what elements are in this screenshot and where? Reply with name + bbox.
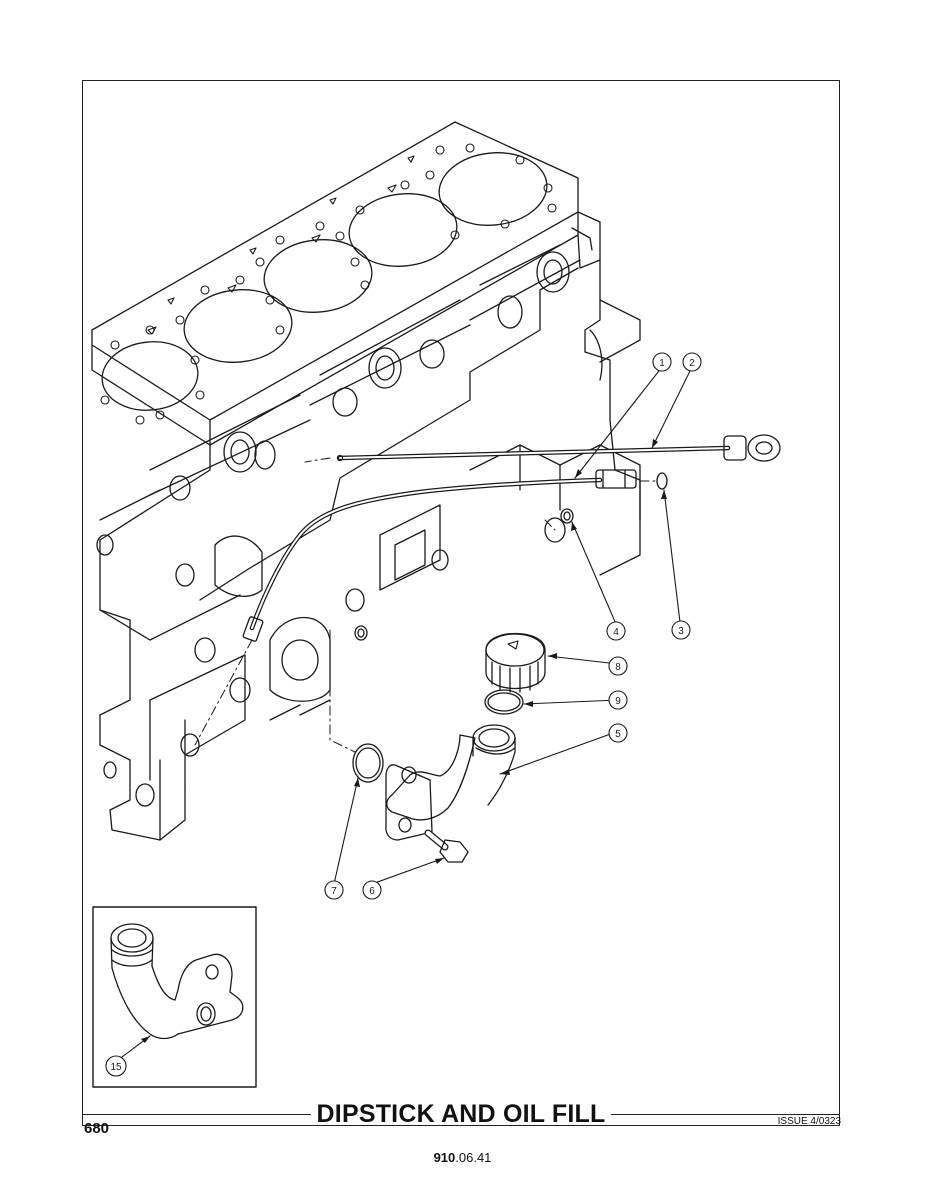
callout-1 bbox=[652, 352, 672, 372]
reference-minor: .06.41 bbox=[455, 1150, 492, 1165]
callout-9 bbox=[608, 690, 628, 710]
callout-4 bbox=[606, 621, 626, 641]
callout-8-label: 8 bbox=[615, 662, 621, 673]
callout-6 bbox=[362, 880, 382, 900]
callout-7-label: 7 bbox=[331, 886, 337, 897]
dipstick bbox=[336, 434, 781, 462]
callout-5 bbox=[608, 723, 628, 743]
o-ring-9 bbox=[484, 689, 524, 715]
callout-6-label: 6 bbox=[369, 886, 375, 897]
title-rule-right bbox=[611, 1113, 841, 1115]
o-ring-3 bbox=[656, 472, 668, 490]
callout-15 bbox=[105, 1055, 127, 1077]
reference-major: 910 bbox=[433, 1150, 456, 1165]
title-rule-left bbox=[82, 1113, 311, 1115]
dipstick-tube bbox=[242, 469, 637, 642]
issue-label: ISSUE 4/0323 bbox=[777, 1116, 841, 1127]
bolt-6 bbox=[424, 829, 469, 863]
callout-8 bbox=[608, 656, 628, 676]
figure-frame bbox=[82, 80, 840, 1126]
oil-fill-elbow bbox=[385, 724, 516, 841]
callout-9-label: 9 bbox=[615, 696, 621, 707]
plug-4 bbox=[560, 508, 574, 524]
callout-15-label: 15 bbox=[110, 1062, 122, 1073]
callout-2 bbox=[682, 352, 702, 372]
plug-bolt bbox=[354, 625, 368, 641]
callout-4-label: 4 bbox=[613, 627, 619, 638]
callout-5-label: 5 bbox=[615, 729, 621, 740]
engine-block bbox=[91, 121, 641, 841]
page-title: DIPSTICK AND OIL FILL bbox=[316, 1099, 606, 1128]
title-bar: DIPSTICK AND OIL FILL bbox=[82, 1094, 841, 1134]
callout-7 bbox=[324, 880, 344, 900]
inset-elbow-15 bbox=[110, 923, 244, 1040]
callout-1-label: 1 bbox=[659, 358, 665, 369]
page-number: 680 bbox=[84, 1120, 110, 1137]
inset-frame bbox=[92, 906, 257, 1088]
callout-2-label: 2 bbox=[689, 358, 695, 369]
o-ring-7 bbox=[352, 743, 384, 783]
filler-cap bbox=[485, 632, 546, 693]
callout-3 bbox=[671, 620, 691, 640]
document-reference: 910.06.41 bbox=[0, 1150, 925, 1165]
callout-3-label: 3 bbox=[678, 626, 684, 637]
